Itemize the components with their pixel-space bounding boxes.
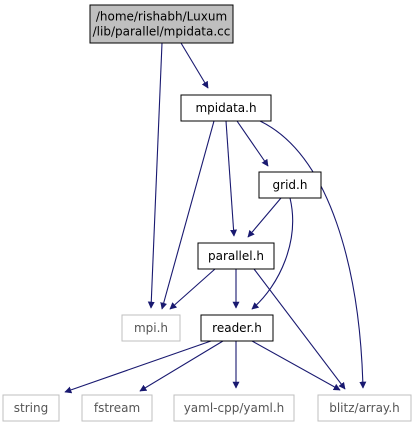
node-label-root: /lib/parallel/mpidata.cc bbox=[93, 25, 231, 39]
edge-mpidata-mpi bbox=[160, 120, 215, 310]
node-label-yaml: yaml-cpp/yaml.h bbox=[184, 401, 285, 415]
node-yaml: yaml-cpp/yaml.h bbox=[173, 394, 295, 422]
nodes-layer: /home/rishabh/Luxum/lib/parallel/mpidata… bbox=[2, 4, 412, 422]
edge-mpidata-parallel bbox=[225, 120, 238, 237]
node-box-mpidata bbox=[180, 94, 272, 122]
edge-parallel-blitz bbox=[253, 268, 346, 390]
node-label-blitz: blitz/array.h bbox=[329, 401, 400, 415]
edge-root-mpi bbox=[147, 42, 163, 309]
node-label-reader: reader.h bbox=[212, 321, 262, 335]
edge-grid-reader bbox=[251, 197, 294, 310]
node-root: /home/rishabh/Luxum/lib/parallel/mpidata… bbox=[89, 4, 234, 44]
edge-grid-parallel bbox=[247, 197, 282, 238]
edges-layer bbox=[64, 42, 367, 394]
node-label-grid: grid.h bbox=[273, 178, 308, 192]
node-mpidata[interactable]: mpidata.h bbox=[180, 94, 272, 122]
edge-mpidata-grid bbox=[236, 120, 269, 167]
node-box-grid bbox=[258, 171, 322, 199]
edge-root-mpidata bbox=[180, 42, 209, 89]
edge-reader-fstream bbox=[139, 340, 224, 392]
node-label-root: /home/rishabh/Luxum bbox=[96, 10, 227, 24]
node-label-parallel: parallel.h bbox=[208, 249, 264, 263]
node-grid[interactable]: grid.h bbox=[258, 171, 322, 199]
edge-parallel-mpi bbox=[169, 268, 216, 310]
node-box-yaml bbox=[173, 394, 295, 422]
node-parallel[interactable]: parallel.h bbox=[197, 242, 275, 270]
node-box-fstream bbox=[81, 394, 153, 422]
edge-reader-blitz bbox=[251, 340, 341, 391]
node-reader[interactable]: reader.h bbox=[200, 314, 274, 342]
node-label-fstream: fstream bbox=[94, 401, 140, 415]
node-box-string bbox=[2, 394, 60, 422]
node-string: string bbox=[2, 394, 60, 422]
node-box-root bbox=[89, 4, 234, 44]
edge-reader-string bbox=[64, 340, 212, 394]
node-box-blitz bbox=[317, 394, 412, 422]
node-label-string: string bbox=[14, 401, 48, 415]
node-blitz: blitz/array.h bbox=[317, 394, 412, 422]
node-box-reader bbox=[200, 314, 274, 342]
edge-mpidata-blitz bbox=[259, 120, 367, 389]
node-mpi: mpi.h bbox=[121, 314, 181, 342]
node-label-mpi: mpi.h bbox=[134, 321, 168, 335]
node-label-mpidata: mpidata.h bbox=[195, 101, 256, 115]
node-fstream: fstream bbox=[81, 394, 153, 422]
node-box-mpi bbox=[121, 314, 181, 342]
node-box-parallel bbox=[197, 242, 275, 270]
